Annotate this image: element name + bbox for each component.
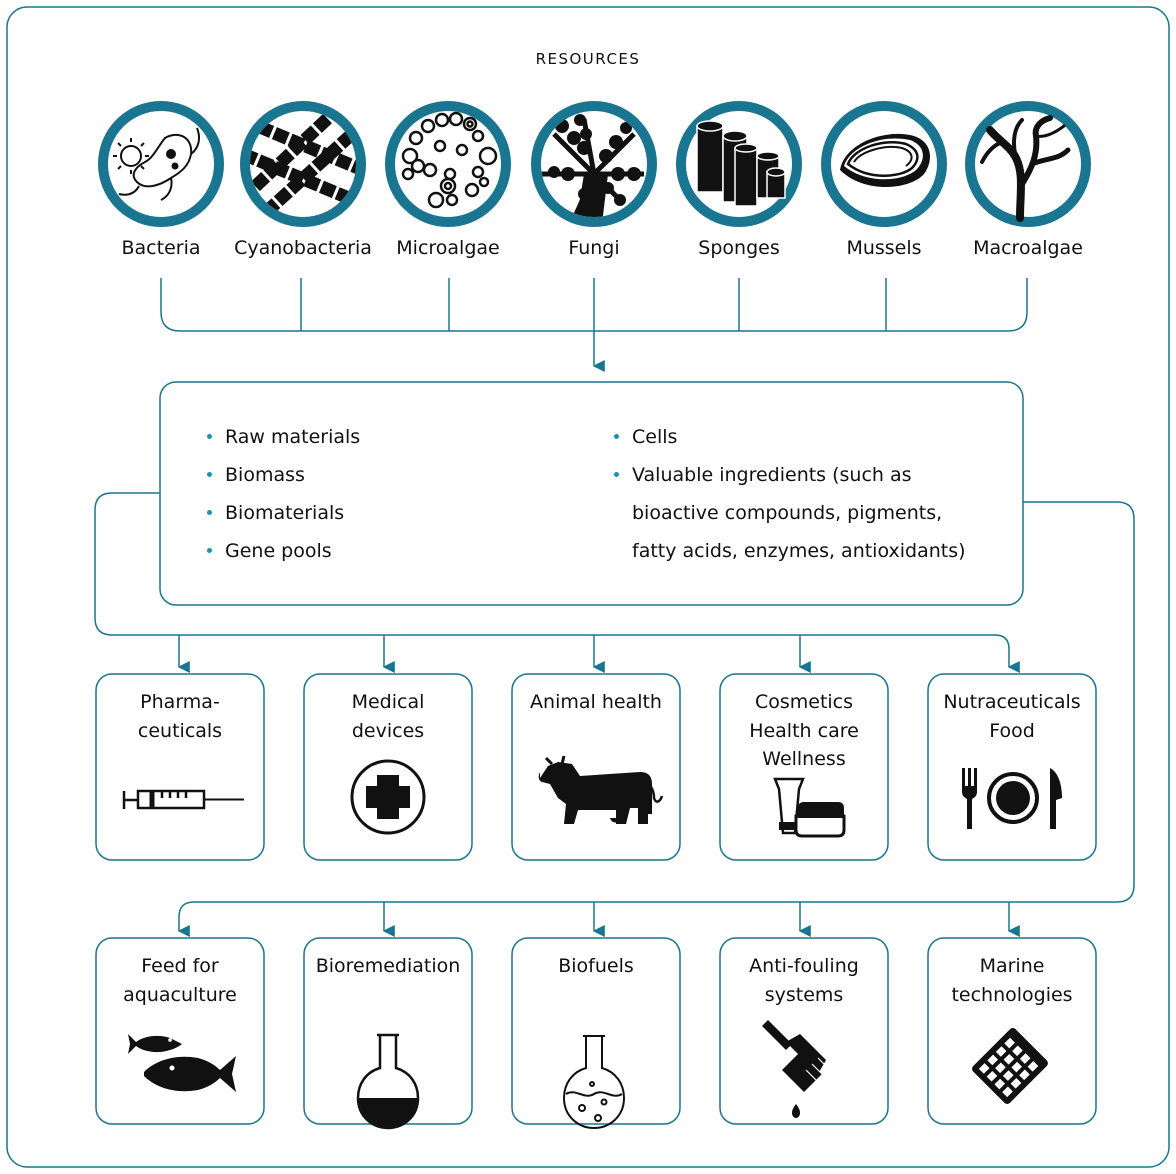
bullet-list-left: Raw materials Biomass Biomaterials Gene … <box>207 418 360 570</box>
list-item: Biomass <box>207 456 360 494</box>
flask-icon <box>356 1033 420 1130</box>
macroalgae-icon <box>980 115 1071 222</box>
label-sponges: Sponges <box>698 237 780 259</box>
bullet-dot <box>207 434 212 439</box>
label-animal-health: Animal health <box>530 691 662 713</box>
list-item: Cells <box>614 418 966 456</box>
bubbling-flask-icon <box>562 1035 626 1130</box>
bacteria-icon <box>113 127 200 201</box>
resources-heading: RESOURCES <box>535 50 641 68</box>
label-fungi: Fungi <box>568 237 620 259</box>
label-pharmaceuticals: Pharma-ceuticals <box>137 691 223 742</box>
label-bioremediation: Bioremediation <box>315 955 461 977</box>
fish-icon <box>128 1034 236 1092</box>
bullet-dot <box>614 434 619 439</box>
list-item: Raw materials <box>207 418 360 456</box>
paintbrush-icon <box>762 1020 835 1118</box>
syringe-icon <box>122 789 244 810</box>
mussels-icon <box>840 133 930 187</box>
row2-connectors <box>177 501 1135 937</box>
bullet-dot <box>207 510 212 515</box>
label-mussels: Mussels <box>846 237 922 259</box>
calculator-icon <box>972 1028 1048 1104</box>
label-cyanobacteria: Cyanobacteria <box>234 237 372 259</box>
bullet-dot <box>614 472 619 477</box>
list-item: Valuable ingredients (such as <box>614 456 966 494</box>
bullet-dot <box>207 548 212 553</box>
medical-cross-icon <box>350 759 426 835</box>
cutlery-plate-icon <box>962 768 1062 829</box>
label-microalgae: Microalgae <box>396 237 500 259</box>
outer-frame <box>6 6 1170 1168</box>
sponges-icon <box>696 120 786 207</box>
label-macroalgae: Macroalgae <box>973 237 1083 259</box>
list-item-continuation: bioactive compounds, pigments, <box>632 502 943 524</box>
label-biofuels: Biofuels <box>558 955 634 977</box>
row1-boxes <box>95 673 1097 861</box>
label-bacteria: Bacteria <box>121 237 201 259</box>
bullet-list-right: Cells Valuable ingredients (such as bioa… <box>614 418 966 570</box>
bullet-dot <box>207 472 212 477</box>
resource-circles <box>98 101 1091 227</box>
fungi-icon <box>541 114 644 217</box>
list-item: Biomaterials <box>207 494 360 532</box>
cow-icon <box>538 755 664 824</box>
row1-connectors <box>94 492 1020 673</box>
resources-bracket <box>160 278 1028 372</box>
microalgae-icon <box>401 111 498 209</box>
list-item: Gene pools <box>207 532 360 570</box>
cosmetics-icon <box>773 777 846 838</box>
list-item-continuation: fatty acids, enzymes, antioxidants) <box>632 540 966 562</box>
